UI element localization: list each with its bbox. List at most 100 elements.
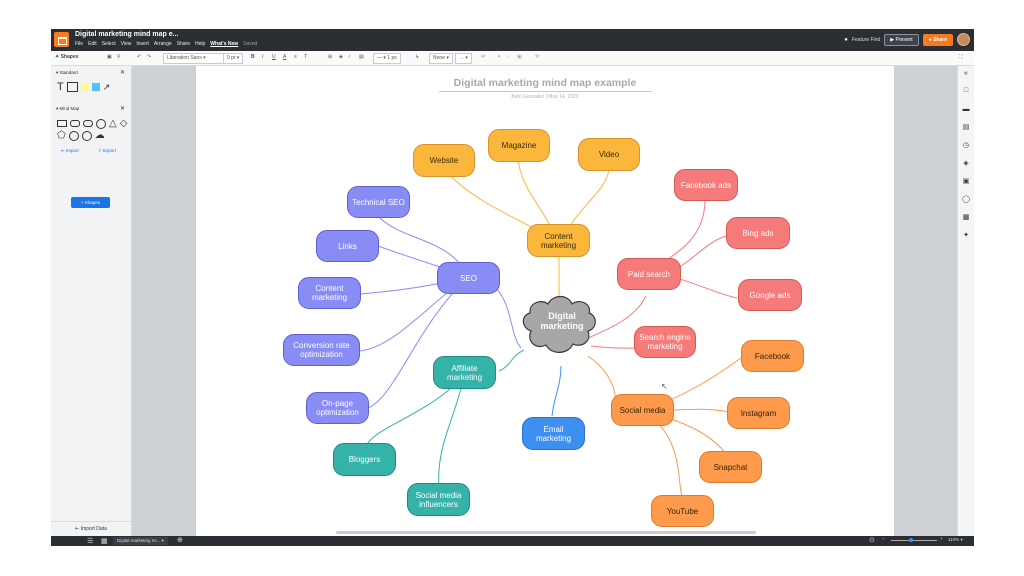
avatar[interactable]	[957, 33, 970, 46]
node-email-marketing[interactable]: Email marketing	[522, 417, 585, 450]
zoom-slider-handle[interactable]	[909, 538, 913, 542]
node-seo[interactable]: SEO	[437, 262, 500, 294]
node-bing-ads[interactable]: Bing ads	[726, 217, 790, 249]
undo-icon[interactable]: ↶	[137, 54, 142, 60]
circle-node-icon[interactable]	[96, 118, 106, 129]
present-button[interactable]: ▶ Present	[884, 33, 919, 46]
font-family-select[interactable]: Liberation Sans ▾	[163, 53, 225, 64]
page-icon[interactable]: □	[963, 87, 969, 94]
menu-whats-new[interactable]: What's New	[210, 41, 239, 47]
menu-edit[interactable]: Edit	[88, 41, 97, 47]
line-color-icon[interactable]: ∕	[349, 54, 350, 60]
text-options-icon[interactable]: T	[304, 54, 308, 60]
layers-icon[interactable]: ◈	[963, 160, 969, 167]
canvas[interactable]: Digital marketing mind map example Beto …	[132, 66, 958, 536]
comment-box-icon[interactable]: ▤	[962, 124, 970, 131]
mind-map-section-header[interactable]: ▾ Mind Map	[56, 106, 80, 111]
text-color-button[interactable]: A	[283, 54, 287, 60]
search-icon[interactable]: ⚲	[117, 54, 121, 60]
menu-file[interactable]: File	[75, 41, 84, 47]
add-shapes-button[interactable]: + Shapes	[71, 197, 110, 208]
zoom-slider[interactable]	[891, 540, 937, 541]
menu-view[interactable]: View	[120, 41, 132, 47]
menu-select[interactable]: Select	[101, 41, 116, 47]
close-mind-map-icon[interactable]: ✕	[119, 106, 125, 112]
history-icon[interactable]: ◷	[962, 142, 970, 149]
font-size-select[interactable]: 9 pt ▾	[223, 53, 244, 64]
pentagon-node-icon[interactable]: ⬠	[57, 130, 66, 141]
menu-arrange[interactable]: Arrange	[153, 41, 172, 47]
fullscreen-icon[interactable]: ⛶	[959, 54, 963, 60]
home-icon[interactable]: ⌂	[507, 54, 511, 60]
node-magazine[interactable]: Magazine	[488, 129, 550, 162]
rounded-node-icon[interactable]	[70, 120, 80, 127]
data-icon[interactable]: ▣	[962, 178, 970, 185]
line-width-select[interactable]: — ▾ 1 px	[373, 53, 401, 64]
note-shape-icon[interactable]	[80, 83, 89, 91]
chat-icon[interactable]: ◯	[962, 196, 970, 203]
standard-section-header[interactable]: ▾ Standard	[56, 70, 78, 75]
bold-button[interactable]: B	[251, 54, 255, 60]
import-data-button[interactable]: ⇤ Import Data	[51, 521, 131, 536]
node-technical-seo[interactable]: Technical SEO	[347, 186, 410, 218]
collapse-panel-icon[interactable]: «	[964, 70, 968, 77]
app-logo-icon[interactable]	[54, 32, 69, 47]
menu-insert[interactable]: Insert	[136, 41, 149, 47]
node-facebook-ads[interactable]: Facebook ads	[674, 169, 738, 201]
diagram-title[interactable]: Digital marketing mind map example	[453, 77, 637, 89]
zoom-level[interactable]: 110% ▾	[948, 537, 963, 542]
node-video[interactable]: Video	[578, 138, 640, 171]
node-search-engine-marketing[interactable]: Search engine marketing	[634, 326, 696, 358]
node-social-media[interactable]: Social media	[611, 394, 674, 426]
horizontal-scrollbar[interactable]	[336, 531, 756, 534]
add-page-icon[interactable]: ⊕	[177, 537, 183, 544]
pill-node-icon[interactable]	[83, 120, 93, 127]
line-style-icon[interactable]: ↳	[415, 54, 420, 60]
image-icon[interactable]: ▣	[107, 54, 112, 60]
page-tab[interactable]: Digital marketing mi... ▾	[113, 537, 168, 545]
zoom-out-button[interactable]: −	[882, 536, 885, 541]
cloud-node-icon[interactable]: ☁	[94, 130, 105, 141]
diamond-node-icon[interactable]: ◇	[119, 118, 128, 129]
circle-node-icon-2[interactable]	[81, 130, 92, 141]
node-social-media-influencers[interactable]: Social media influencers	[407, 483, 470, 516]
close-standard-icon[interactable]: ✕	[119, 70, 125, 76]
export-link[interactable]: ⇧ Export	[98, 148, 117, 153]
redo-icon[interactable]: ↷	[147, 54, 152, 60]
lock-icon[interactable]: ▣	[517, 54, 522, 60]
feature-find-icon[interactable]: ●	[844, 36, 848, 43]
italic-button[interactable]: I	[262, 54, 264, 60]
diagram-page[interactable]: Digital marketing mind map example Beto …	[196, 66, 894, 536]
rectangle-shape-icon[interactable]	[66, 82, 78, 92]
menu-help[interactable]: Help	[195, 41, 206, 47]
zoom-fit-icon[interactable]: ⊙	[869, 537, 875, 544]
arrow-start-select[interactable]: None ▾	[429, 53, 453, 64]
node-content-marketing[interactable]: Content marketing	[527, 224, 590, 257]
wrench-icon[interactable]: ⚒	[535, 54, 540, 60]
import-link[interactable]: ⇤ Import	[61, 148, 79, 153]
zoom-in-button[interactable]: +	[940, 536, 943, 541]
node-instagram[interactable]: Instagram	[727, 397, 790, 429]
grid-view-icon[interactable]: ▦	[101, 538, 108, 545]
text-shape-icon[interactable]: T	[57, 81, 64, 93]
waypoint-icon[interactable]: ⇄	[481, 54, 486, 60]
node-affiliate[interactable]: Affiliate marketing	[433, 356, 496, 389]
theme-icon[interactable]: ▩	[962, 214, 970, 221]
fill-color-icon[interactable]: ◈	[339, 54, 343, 60]
node-website[interactable]: Website	[413, 144, 475, 177]
node-bloggers[interactable]: Bloggers	[333, 443, 396, 476]
node-conversion-rate[interactable]: Conversion rate optimization	[283, 334, 360, 366]
node-paid-search[interactable]: Paid search	[617, 258, 681, 290]
magic-icon[interactable]: ✦	[497, 54, 502, 60]
list-view-icon[interactable]: ☰	[87, 538, 94, 545]
presentation-icon[interactable]: ▬	[962, 106, 970, 113]
underline-button[interactable]: U	[272, 54, 276, 60]
node-snapchat[interactable]: Snapchat	[699, 451, 762, 483]
table-icon[interactable]: ⊞	[328, 54, 333, 60]
node-google-ads[interactable]: Google ads	[738, 279, 802, 311]
node-facebook[interactable]: Facebook	[741, 340, 804, 372]
rect-node-icon[interactable]	[57, 120, 67, 127]
align-icon[interactable]: ≡	[294, 54, 297, 60]
menu-share[interactable]: Share	[176, 41, 190, 47]
effects-icon[interactable]: ▤	[359, 54, 364, 60]
